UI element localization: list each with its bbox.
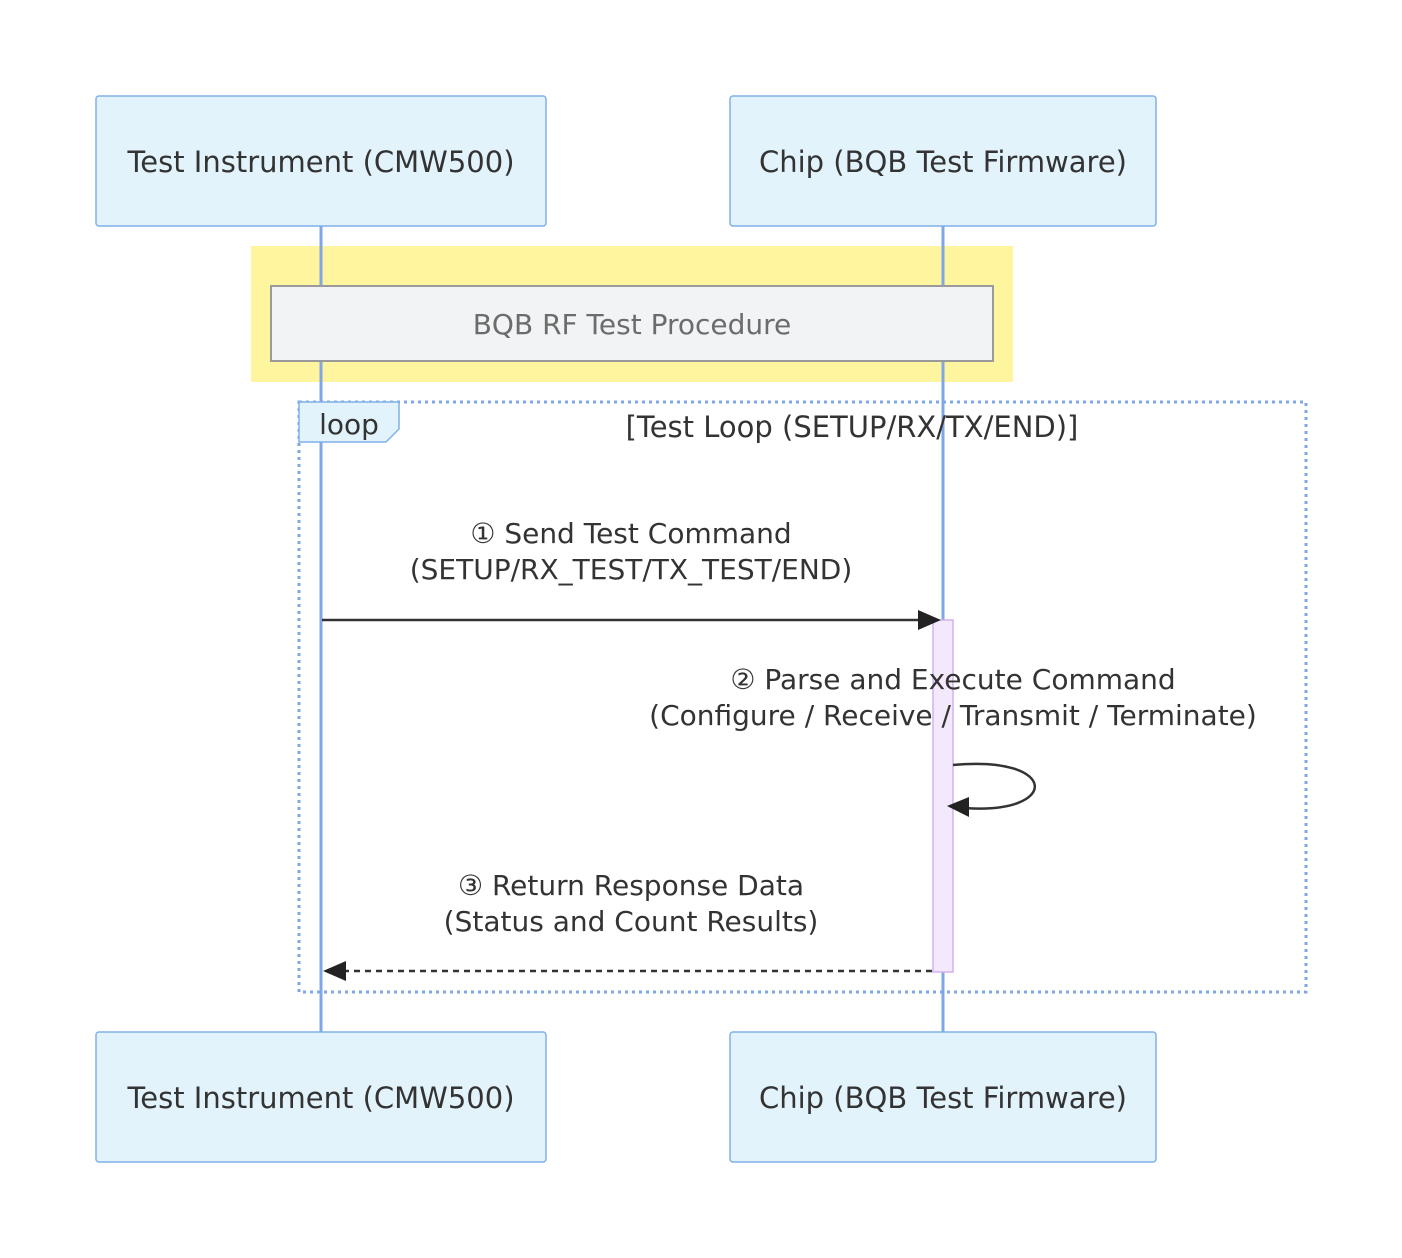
actor-label: Chip (BQB Test Firmware) <box>759 145 1127 179</box>
message-return-response: ③ Return Response Data (Status and Count… <box>323 869 932 981</box>
actor-box <box>95 1031 547 1163</box>
message-1-line-2: (SETUP/RX_TEST/TX_TEST/END) <box>410 553 853 586</box>
actor-instrument-bottom: Test Instrument (CMW500) <box>95 1031 547 1163</box>
actor-box <box>729 95 1157 227</box>
message-2-arrowhead <box>947 797 969 817</box>
note: BQB RF Test Procedure <box>251 246 1013 382</box>
message-2-self-loop <box>952 762 1036 810</box>
chip-activation <box>932 619 954 973</box>
actor-box <box>729 1031 1157 1163</box>
message-3-arrowhead <box>323 961 346 981</box>
actor-instrument-top: Test Instrument (CMW500) <box>95 95 547 227</box>
message-2-line-1: ② Parse and Execute Command <box>730 663 1175 696</box>
loop-condition: [Test Loop (SETUP/RX/TX/END)] <box>626 410 1079 444</box>
actor-chip-bottom: Chip (BQB Test Firmware) <box>729 1031 1157 1163</box>
actor-box <box>95 95 547 227</box>
actor-label: Chip (BQB Test Firmware) <box>759 1081 1127 1115</box>
note-text: BQB RF Test Procedure <box>473 308 792 341</box>
message-send-test-command: ① Send Test Command (SETUP/RX_TEST/TX_TE… <box>322 517 941 630</box>
loop-label: loop <box>319 408 379 441</box>
actor-chip-top: Chip (BQB Test Firmware) <box>729 95 1157 227</box>
loop-tab <box>298 401 400 443</box>
message-3-line-2: (Status and Count Results) <box>444 905 819 938</box>
message-1-arrowhead <box>918 610 941 630</box>
actor-label: Test Instrument (CMW500) <box>126 145 514 179</box>
actor-label: Test Instrument (CMW500) <box>126 1081 514 1115</box>
loop-frame: loop [Test Loop (SETUP/RX/TX/END)] <box>297 400 1308 994</box>
message-2-line-2: (Configure / Receive / Transmit / Termin… <box>649 699 1257 732</box>
note-box <box>270 285 994 362</box>
message-parse-and-execute: ② Parse and Execute Command (Configure /… <box>649 663 1257 817</box>
message-3-line-1: ③ Return Response Data <box>458 869 804 902</box>
loop-border <box>297 400 1308 994</box>
message-1-line-1: ① Send Test Command <box>470 517 791 550</box>
